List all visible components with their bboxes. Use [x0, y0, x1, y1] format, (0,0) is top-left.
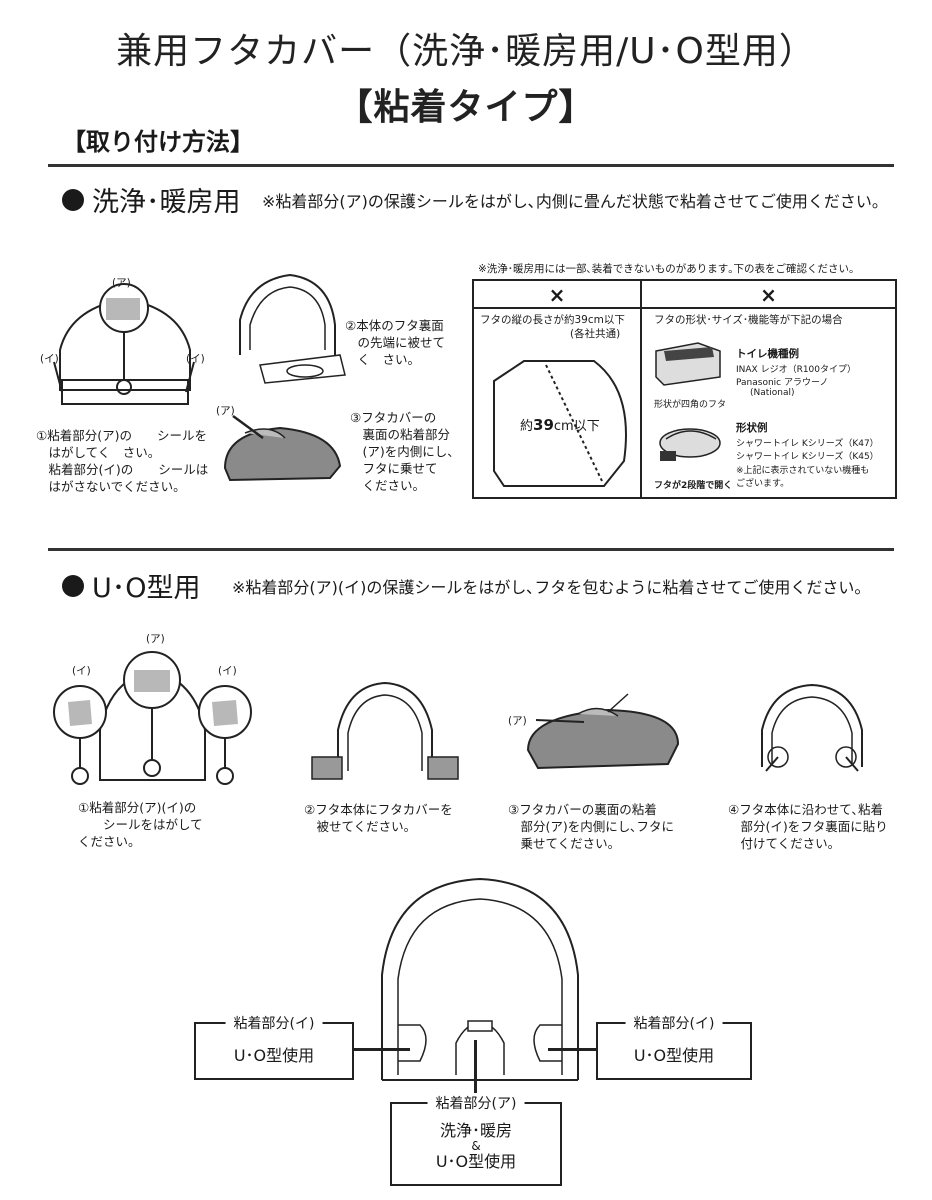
label-tag-right: 粘着部分(イ) [625, 1013, 723, 1033]
uo-step3-illustration [526, 693, 680, 770]
group1-item-2: (National) [750, 388, 795, 398]
section-note-heating: ※粘着部分(ア)の保護シールをはがし､内側に畳んだ状態で粘着させてご使用ください… [262, 192, 888, 211]
group2-note: ※上記に表示されていない機種も ございます。 [736, 466, 870, 489]
group2-item-0: シャワートイレ Kシリーズ（K47） [736, 439, 879, 449]
lid-cover-diagram [381, 877, 579, 1081]
cross-icon-col1: × [548, 283, 566, 307]
cross-icon-col2: × [760, 283, 777, 307]
heating-step3-illustration [223, 414, 342, 482]
divider-top [48, 164, 894, 167]
uo-step1-caption: ①粘着部分(ア)(イ)の シールをはがして ください。 [78, 800, 203, 849]
marker-a: (ア) [112, 277, 131, 289]
group2-caption: フタが2段階で開く [654, 481, 733, 491]
col1-title: フタの縦の長さが約39cm以下 [480, 314, 625, 326]
label-box-right: 粘着部分(イ) U･O型使用 [596, 1013, 752, 1080]
col2-title: フタの形状･サイズ･機能等が下記の場合 [654, 314, 843, 326]
group1-title: トイレ機種例 [736, 348, 799, 360]
section-heading-text: U･O型用 [92, 573, 201, 604]
uo-marker-a-step3: (ア) [508, 715, 527, 727]
page-title: 兼用フタカバー（洗浄･暖房用/U･O型用） [116, 31, 816, 72]
bullet-icon [62, 574, 84, 597]
marker-i-right: (イ) [186, 353, 205, 365]
uo-marker-a: (ア) [146, 633, 165, 645]
section-heading-text: 洗浄･暖房用 [92, 187, 241, 218]
uo-marker-i-left: (イ) [72, 665, 91, 677]
heating-step1-caption: ①粘着部分(ア)の シールを はがしてく さい。 粘着部分(イ)の シールは は… [36, 428, 209, 494]
col1-sub: (各社共通) [570, 328, 621, 340]
divider-middle [48, 548, 894, 551]
marker-i-left: (イ) [40, 353, 59, 365]
lid-length-illustration [493, 360, 627, 487]
group2-title: 形状例 [736, 422, 768, 434]
heating-step2-caption: ②本体のフタ裏面 の先端に被せて く さい。 [345, 318, 446, 367]
label-tag-bottom: 粘着部分(ア) [427, 1093, 525, 1113]
table-note: ※洗浄･暖房用には一部､装着できないものがあります｡下の表をご確認ください。 [478, 263, 860, 275]
square-lid-illustration [655, 342, 721, 386]
group1-caption: 形状が四角のフタ [654, 400, 727, 410]
label-value-bottom: 洗浄･暖房 & U･O型使用 [435, 1121, 517, 1171]
heating-step3-caption: ③フタカバーの 裏面の粘着部分 (ア)を内側にし、 フタに乗せて ください。 [350, 410, 460, 493]
label-box-bottom: 粘着部分(ア) 洗浄･暖房 & U･O型使用 [390, 1093, 562, 1186]
installation-method-label: 【取り付け方法】 [62, 128, 254, 156]
bullet-icon [62, 188, 84, 211]
uo-step1-illustration [53, 651, 252, 785]
group1-item-0: INAX レジオ（R100タイプ） [736, 365, 857, 375]
label-value-left: U･O型使用 [233, 1046, 315, 1065]
marker-a-step3: (ア) [216, 405, 235, 417]
uo-step2-caption: ②フタ本体にフタカバーを 被せてください。 [304, 802, 453, 834]
connector-bottom [474, 1040, 477, 1100]
compatibility-table: × × フタの縦の長さが約39cm以下 (各社共通) 約39cm以下 フタの形状… [472, 279, 897, 499]
label-tag-left: 粘着部分(イ) [225, 1013, 323, 1033]
label-box-left: 粘着部分(イ) U･O型使用 [194, 1013, 354, 1080]
col1-measure: 約39cm以下 [520, 416, 600, 434]
group1-item-1: Panasonic アラウーノ [736, 378, 829, 388]
uo-step4-caption: ④フタ本体に沿わせて､粘着 部分(イ)をフタ裏面に貼り 付けてください。 [728, 802, 888, 851]
section-heading-uo: U･O型用 [62, 566, 201, 605]
uo-step4-illustration [761, 683, 863, 772]
page-subtitle: 【粘着タイプ】 [336, 87, 596, 128]
connector-left [350, 1048, 410, 1051]
heating-step2-illustration [239, 273, 346, 384]
uo-step3-caption: ③フタカバーの裏面の粘着 部分(ア)を内側にし､フタに 乗せてください。 [508, 802, 675, 851]
section-note-uo: ※粘着部分(ア)(イ)の保護シールをはがし､フタを包むように粘着させてご使用くだ… [232, 578, 871, 597]
two-stage-lid-illustration [659, 428, 721, 461]
group2-item-1: シャワートイレ Kシリーズ（K45） [736, 452, 879, 462]
uo-step2-illustration [311, 681, 459, 780]
label-value-right: U･O型使用 [633, 1046, 715, 1065]
uo-marker-i-right: (イ) [218, 665, 237, 677]
section-heading-heating: 洗浄･暖房用 [62, 180, 241, 219]
heating-step1-illustration [53, 283, 195, 405]
connector-right [548, 1048, 598, 1051]
